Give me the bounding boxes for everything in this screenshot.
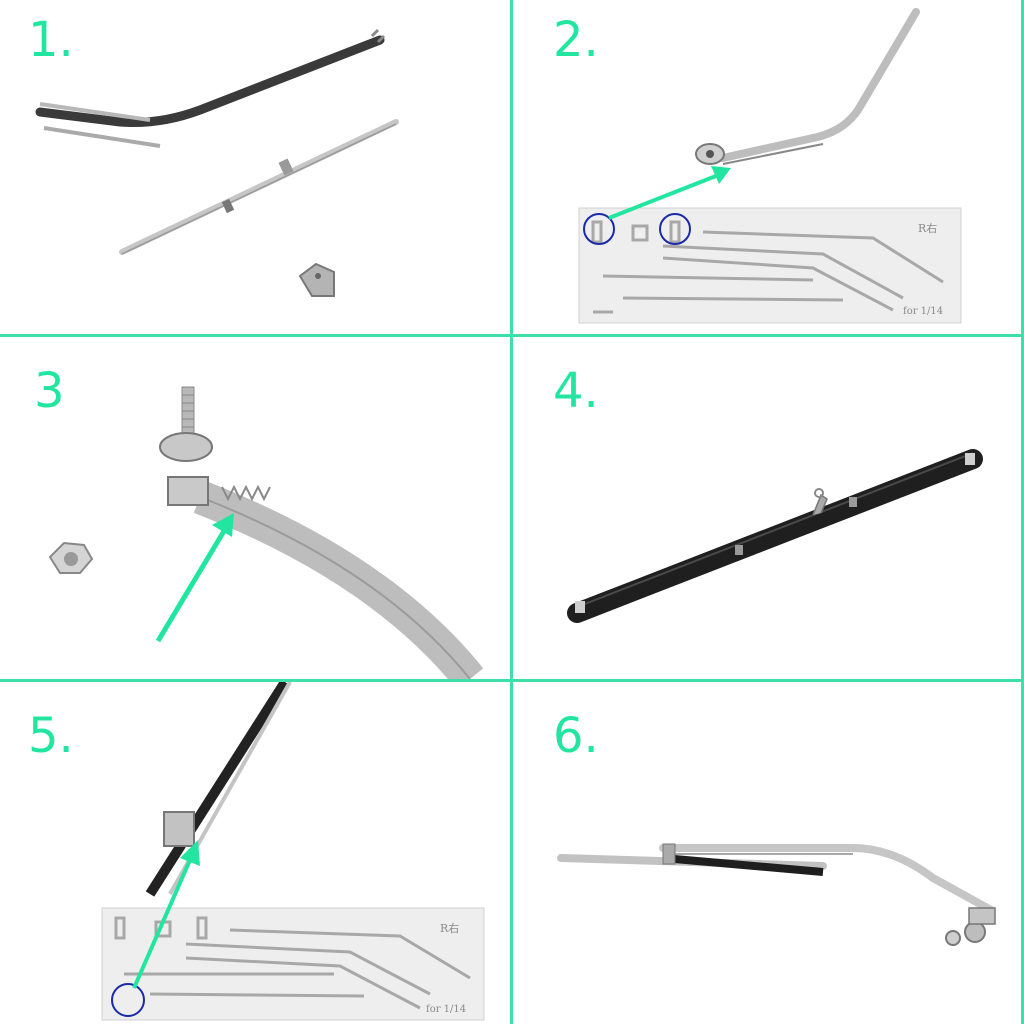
sheet-side-mark: R右 — [440, 921, 459, 935]
pointer-arrow — [155, 529, 227, 643]
grid-divider-h2 — [0, 679, 1024, 682]
sheet-side-mark: R右 — [918, 221, 937, 235]
spring-and-bolt-photo — [48, 386, 484, 679]
step-number: 5. — [28, 708, 74, 764]
step-panel-3: 3 — [0, 337, 510, 679]
highlight-circle — [111, 983, 145, 1017]
wiper-blade-photo — [567, 449, 983, 623]
grid-divider-right — [1021, 0, 1024, 1024]
pointer-arrow — [132, 859, 192, 989]
step-number: 1. — [28, 12, 74, 68]
blade-mount-and-etched-sheet-photo: R右 for 1/14 — [101, 682, 485, 1021]
grid-divider-vertical — [510, 0, 513, 1024]
sheet-scale-note: for 1/14 — [903, 306, 943, 317]
sheet-scale-note: for 1/14 — [426, 1004, 466, 1015]
step-panel-2: 2. R右 for 1/14 — [513, 0, 1021, 334]
step-panel-5: 5. R右 for 1/14 — [0, 682, 510, 1024]
highlight-circle — [659, 213, 691, 245]
wiper-arm-and-etched-sheet-photo: R右 for 1/14 — [578, 8, 962, 324]
wiper-parts-photo — [35, 28, 399, 297]
step-panel-4: 4. — [513, 337, 1021, 679]
assembled-wiper-photo — [557, 843, 996, 946]
highlight-circle — [583, 213, 615, 245]
step-panel-6: 6. — [513, 682, 1021, 1024]
step-number: 2. — [553, 12, 599, 68]
pointer-arrow — [608, 172, 722, 220]
grid-divider-h1 — [0, 334, 1024, 337]
step-number: 3 — [34, 363, 65, 419]
step-number: 6. — [553, 708, 599, 764]
step-number: 4. — [553, 363, 599, 419]
step-panel-1: 1. — [0, 0, 510, 334]
